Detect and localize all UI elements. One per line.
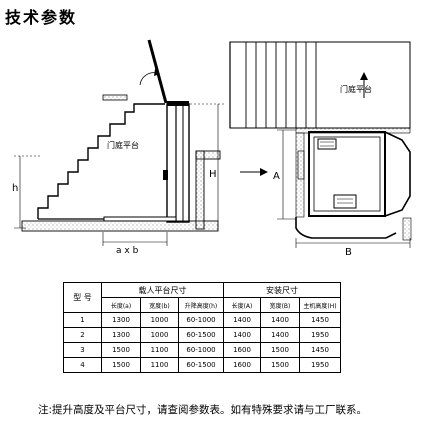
col-header: 宽度(B) <box>260 297 300 313</box>
table-cell: 1600 <box>223 342 261 358</box>
table-cell: 1950 <box>299 357 341 373</box>
label-h: h <box>12 183 18 194</box>
table-cell: 1950 <box>299 327 341 343</box>
table-row: 1 1300 1000 60-1000 1400 1400 1450 <box>63 312 341 328</box>
spec-table: 型 号 载人平台尺寸 安装尺寸 长度(a) 宽度(b) 升降高度(h) 长度(A… <box>63 282 341 373</box>
label-platform-plan: 门庭平台 <box>340 84 372 94</box>
pit-wall <box>195 150 205 230</box>
table-sub-header-row: 长度(a) 宽度(b) 升降高度(h) 长度(A) 宽度(B) 主机高度(H) <box>64 297 341 313</box>
table-cell: 1400 <box>260 312 300 328</box>
table-cell: 1400 <box>223 312 261 328</box>
table-cell: 1400 <box>223 327 261 343</box>
table-cell: 1100 <box>140 357 179 373</box>
table-cell: 2 <box>63 327 102 343</box>
label-H: H <box>209 169 217 180</box>
control-box-bottom <box>333 194 357 209</box>
label-B: B <box>345 247 352 258</box>
table-cell: 1500 <box>260 357 300 373</box>
col-header: 宽度(b) <box>140 297 179 313</box>
stairs <box>37 103 165 219</box>
table-cell: 1300 <box>101 327 141 343</box>
col-model-header: 型 号 <box>63 282 102 313</box>
table-row: 2 1300 1000 60-1500 1400 1400 1950 <box>63 327 341 343</box>
arrow-up-icon <box>360 72 368 80</box>
table-cell: 60-1000 <box>178 342 224 358</box>
table-cell: 1600 <box>223 357 261 373</box>
table-cell: 1 <box>63 312 102 328</box>
col-platform-header: 载人平台尺寸 <box>101 282 224 298</box>
table-cell: 4 <box>63 357 102 373</box>
lift-box <box>308 131 386 217</box>
table-cell: 1100 <box>140 342 179 358</box>
table-cell: 1000 <box>140 327 179 343</box>
col-header: 升降高度(h) <box>178 297 224 313</box>
table-cell: 1500 <box>101 342 141 358</box>
table-cell: 1400 <box>260 327 300 343</box>
table-cell: 1450 <box>299 312 341 328</box>
table-cell: 1000 <box>140 312 179 328</box>
control-box-top <box>317 138 337 150</box>
lower-platform <box>103 216 177 222</box>
table-cell: 3 <box>63 342 102 358</box>
table-group-header-row: 型 号 载人平台尺寸 安装尺寸 <box>63 282 341 313</box>
upper-wall <box>102 94 128 101</box>
label-platform-side: 门庭平台 <box>107 140 139 150</box>
label-axb: a x b <box>116 246 139 256</box>
arrow-right-icon <box>260 168 268 176</box>
label-A: A <box>273 171 280 182</box>
page-title: 技术参数 <box>5 8 78 27</box>
table-row: 3 1500 1100 60-1000 1600 1500 1450 <box>63 342 341 358</box>
table-row: 4 1500 1100 60-1500 1600 1500 1950 <box>63 357 341 373</box>
col-header: 长度(a) <box>101 297 141 313</box>
col-header: 主机高度(H) <box>299 297 341 313</box>
table-cell: 60-1500 <box>178 327 224 343</box>
footnote: 注:提升高度及平台尺寸，请查阅参数表。如有特殊要求请与工厂联系。 <box>38 404 368 416</box>
col-install-header: 安装尺寸 <box>223 282 341 298</box>
table-cell: 1500 <box>101 357 141 373</box>
table-cell: 1450 <box>299 342 341 358</box>
col-header: 长度(A) <box>223 297 261 313</box>
table-cell: 60-1000 <box>178 312 224 328</box>
table-cell: 60-1500 <box>178 357 224 373</box>
table-cell: 1500 <box>260 342 300 358</box>
table-cell: 1300 <box>101 312 141 328</box>
